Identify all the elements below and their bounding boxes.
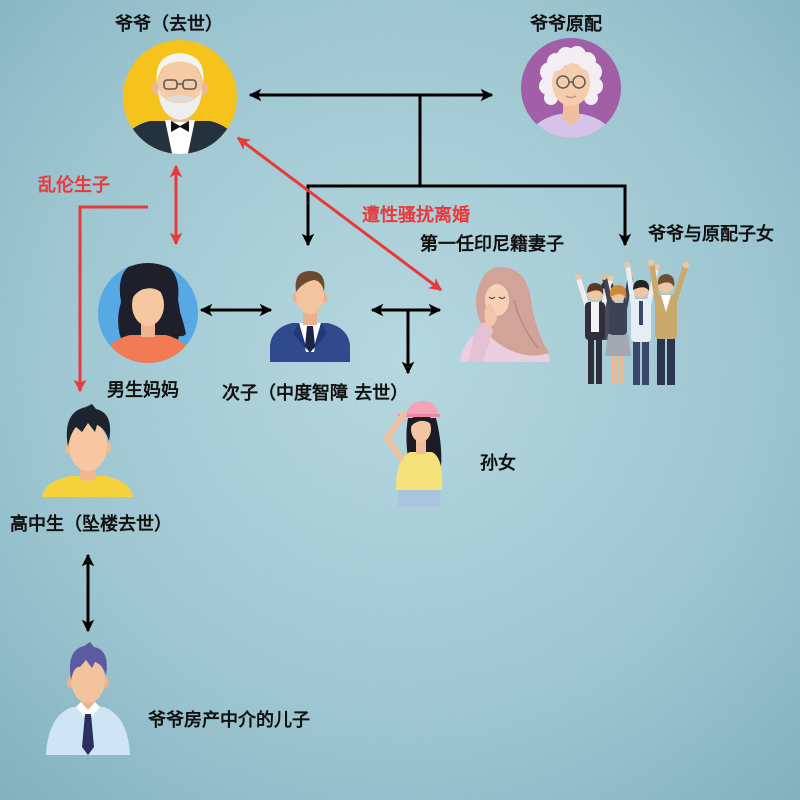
group-people-icon: [575, 259, 690, 385]
grandpa-bow-tie: [171, 121, 189, 132]
incest-relation-label: 乱伦生子: [38, 174, 110, 196]
arrow-incest-to-student: [73, 205, 148, 393]
grandma-face: [552, 60, 590, 106]
arrow-grandpa-first-wife: [236, 136, 443, 292]
grandma-figure: [526, 46, 616, 138]
red-connectors: [73, 136, 443, 393]
mother-bangs: [129, 275, 168, 302]
wife-hijab-fold: [513, 299, 539, 349]
agent-son-collar: [76, 702, 100, 721]
son-tie: [305, 326, 315, 353]
man-with-tie-avatar-icon: [46, 642, 130, 755]
man-in-suit-avatar-icon: [270, 271, 350, 362]
old-woman-avatar-icon: [521, 38, 621, 138]
group-person-b: [601, 272, 634, 384]
wife-eye-left: [488, 296, 496, 300]
grandma-hair-top: [547, 46, 596, 71]
wife-arm: [468, 322, 493, 362]
group-person-d: [647, 259, 690, 385]
agent-son-face: [71, 657, 105, 703]
black-connectors: [81, 88, 632, 633]
second-son-label: 次子（中度智障 去世）: [222, 382, 408, 404]
wife-hand: [484, 303, 497, 327]
student-hair: [66, 404, 111, 447]
grandpa-hair: [156, 53, 204, 84]
grandpa-beard: [158, 88, 202, 120]
girl-arm: [384, 411, 407, 461]
grandpa-children-label: 爷爷与原配子女: [648, 223, 774, 245]
girl-cap: [406, 401, 438, 414]
son-lapel-right: [313, 323, 327, 350]
mother-hair-side: [166, 296, 186, 337]
first-wife-label: 第一任印尼籍妻子: [420, 233, 564, 255]
wife-eye-right: [498, 296, 506, 300]
son-hair: [295, 271, 325, 292]
student-top: [42, 476, 133, 497]
grandma-neckline: [561, 116, 581, 126]
grandma-mouth: [565, 95, 577, 99]
agent-son-hair: [69, 642, 107, 680]
girl-neck: [416, 438, 426, 454]
student-neckline: [79, 476, 97, 482]
mother-face: [132, 284, 164, 326]
agent-son-label: 爷爷房产中介的儿子: [148, 709, 310, 731]
girl-face: [411, 416, 431, 442]
student-label: 高中生（坠楼去世）: [10, 513, 172, 535]
girl-jeans: [398, 485, 440, 507]
grandma-label: 爷爷原配: [530, 13, 602, 35]
grandpa-mustache: [166, 95, 194, 102]
girl-top: [396, 452, 443, 490]
grandpa-label: 爷爷（去世）: [115, 13, 223, 35]
grandma-body: [526, 113, 616, 138]
girl-avatar-icon: [384, 401, 443, 507]
granddaughter-label: 孙女: [480, 452, 516, 474]
young-man-avatar-icon: [42, 404, 133, 497]
group-person-a: [575, 274, 614, 384]
boy-mother-label: 男生妈妈: [107, 379, 179, 401]
hijab-woman-avatar-icon: [460, 267, 550, 362]
girl-hair-front: [410, 414, 433, 428]
son-face: [296, 276, 324, 314]
son-lapel-left: [293, 323, 307, 350]
agent-son-tie: [82, 714, 94, 755]
harassment-relation-label: 遭性骚扰离婚: [362, 204, 470, 226]
girl-cap-brim: [398, 414, 440, 417]
student-face: [69, 421, 107, 471]
